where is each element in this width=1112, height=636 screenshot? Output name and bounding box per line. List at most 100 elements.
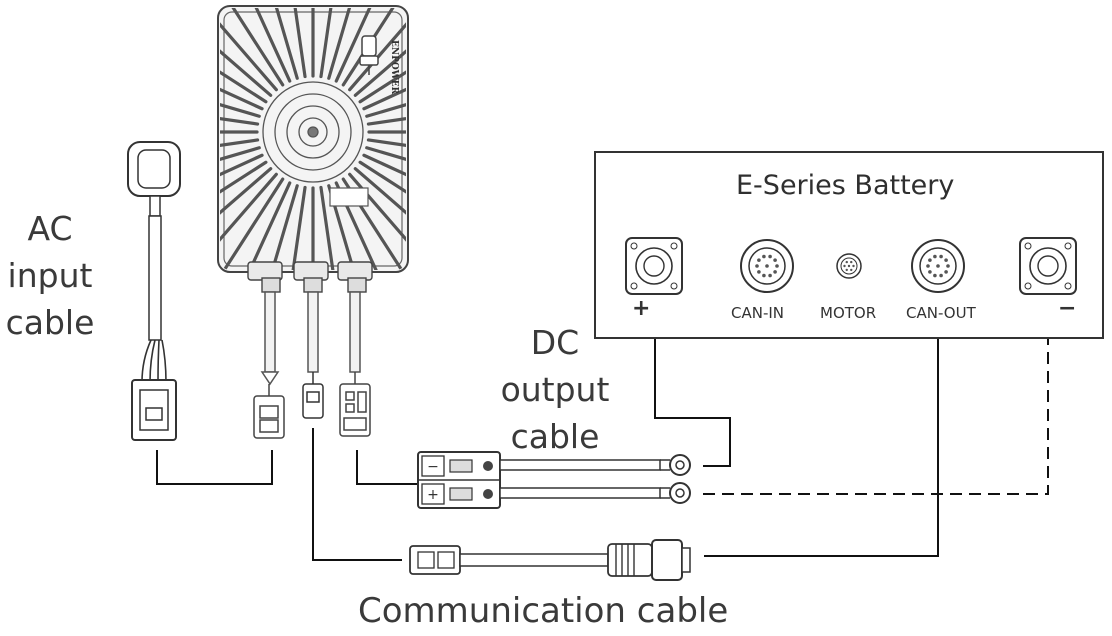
port-label-plus: + — [632, 296, 651, 321]
cooling-fin — [365, 82, 406, 118]
comm-round-connector — [607, 543, 653, 577]
port-label-minus: − — [1058, 296, 1077, 321]
comm-can-out-wire — [704, 304, 939, 557]
fan-rings — [262, 81, 364, 183]
dc-negative-wire — [703, 312, 1049, 495]
terminal-positive — [625, 237, 683, 295]
connector-pin — [845, 268, 848, 272]
connector-pin — [946, 264, 950, 268]
cooling-fin — [327, 8, 363, 80]
cooling-fin — [263, 184, 299, 270]
cooling-fin — [240, 8, 292, 83]
connector-pin — [928, 258, 932, 262]
ac-label-line-3: cable — [5, 303, 95, 342]
port-motor — [836, 253, 862, 279]
cable-glands — [247, 261, 373, 293]
cooling-fin — [220, 167, 273, 245]
dc-label-line-3: cable — [510, 417, 600, 456]
communication-cable-label: Communication cable — [358, 591, 729, 631]
connector-pin — [755, 264, 759, 268]
charger-unit: ENPOWER — [217, 5, 409, 293]
communication-cable — [409, 539, 691, 581]
cooling-fin — [358, 38, 406, 104]
cooling-fin — [220, 146, 261, 182]
ac-label-line-1: AC — [27, 209, 73, 248]
cooling-fin — [220, 172, 278, 263]
cooling-fin — [319, 8, 339, 79]
connector-pin — [944, 270, 948, 274]
connector-pin — [762, 254, 766, 259]
charger-comm-connector — [302, 372, 324, 419]
connector-pin — [768, 273, 772, 278]
connector-pin — [939, 273, 943, 278]
ac-link-wire — [156, 450, 273, 485]
connector-pin — [928, 270, 932, 274]
dc-positive-wire — [654, 304, 731, 467]
svg-text:+: + — [427, 487, 439, 503]
vent-plug-icon — [359, 35, 379, 75]
connector-pin — [773, 270, 777, 274]
cooling-fin — [220, 106, 260, 126]
port-label-can-in: CAN-IN — [731, 304, 785, 322]
cooling-fin — [220, 19, 273, 97]
charger-dc-connector — [339, 372, 371, 437]
connector-pin — [768, 254, 772, 259]
svg-text:−: − — [427, 459, 439, 475]
cooling-fin — [362, 59, 406, 111]
charger-brand: ENPOWER — [389, 40, 399, 95]
dc-output-cable: − + — [417, 451, 691, 509]
cooling-fin — [362, 153, 406, 205]
cooling-fin — [366, 138, 406, 158]
cooling-fin — [220, 177, 285, 270]
cooling-fin — [353, 167, 406, 245]
connector-pin — [765, 264, 769, 268]
cooling-fin — [220, 8, 278, 92]
cooling-fin — [220, 8, 285, 87]
connector-pin — [850, 260, 853, 264]
cooling-fin — [365, 146, 406, 182]
port-can-in — [740, 239, 794, 293]
connector-pin — [944, 258, 948, 262]
battery-box — [594, 151, 1104, 339]
connector-pin — [773, 258, 777, 262]
charger-leads — [260, 291, 361, 386]
cooling-fin — [353, 19, 406, 97]
connector-pin — [850, 268, 853, 272]
cooling-fin — [220, 160, 268, 226]
connector-pin — [852, 264, 855, 268]
connector-pin — [775, 264, 779, 268]
terminal-negative — [1019, 237, 1077, 295]
port-can-out — [911, 239, 965, 293]
cooling-fin — [366, 106, 406, 126]
charger-nameplate — [329, 187, 369, 207]
cooling-fin — [220, 153, 264, 205]
port-label-motor: MOTOR — [820, 304, 877, 322]
dc-label-line-2: output — [500, 370, 610, 409]
battery-title: E-Series Battery — [736, 170, 955, 201]
dc-charger-link-wire — [356, 450, 418, 485]
connector-pin — [939, 254, 943, 259]
connector-pin — [847, 264, 851, 268]
connector-pin — [843, 264, 846, 268]
charger-ac-connector — [253, 384, 285, 439]
cooling-fin — [220, 82, 261, 118]
cooling-fin — [220, 138, 260, 158]
cooling-fin — [319, 185, 339, 270]
connector-pin — [757, 258, 761, 262]
connector-pin — [933, 254, 937, 259]
cooling-fin — [220, 59, 264, 111]
cooling-fin — [220, 38, 268, 104]
cooling-fin — [287, 8, 307, 79]
connector-pin — [757, 270, 761, 274]
connector-pin — [933, 273, 937, 278]
connector-pin — [845, 260, 848, 264]
port-label-can-out: CAN-OUT — [906, 304, 976, 322]
connector-pin — [926, 264, 930, 268]
cooling-fin — [334, 8, 386, 83]
cooling-fin — [287, 185, 307, 270]
comm-charger-link-wire — [312, 428, 402, 561]
cooling-fin — [263, 8, 299, 80]
ac-label-line-2: input — [7, 256, 93, 295]
connector-pin — [762, 273, 766, 278]
